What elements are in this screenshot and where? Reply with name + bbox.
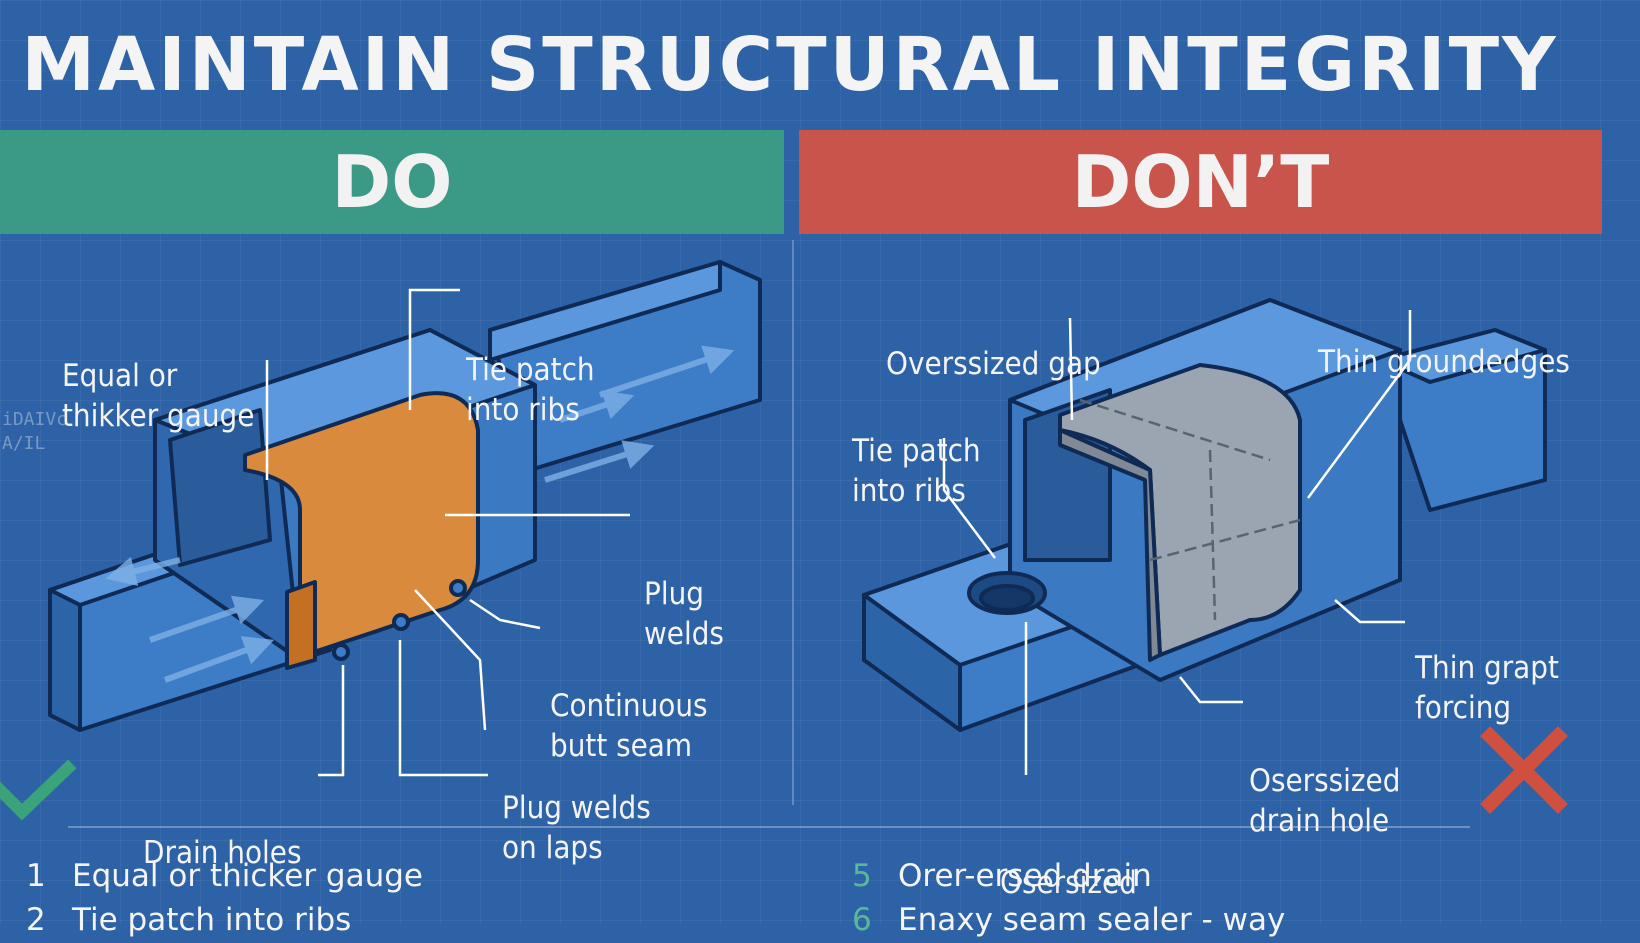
label-oversized-gap: Overssized gap [886,346,1101,382]
list-number: 2 [26,902,46,938]
page-title: MAINTAIN STRUCTURAL INTEGRITY [21,22,1559,108]
list-number: 1 [26,858,46,894]
dont-rail-illustration [862,298,1547,732]
list-item: 5 Orer-ersed drain [852,854,1152,898]
list-number: 5 [852,858,872,894]
cross-icon [1480,726,1568,814]
list-text: Equal or thicker gauge [72,858,423,894]
list-text: Tie patch into ribs [72,902,352,938]
do-flow-arrows [105,345,735,683]
do-leader-lines [265,288,630,777]
list-item: 6 Enaxy seam sealer - way [852,898,1285,942]
column-divider [792,240,794,805]
illustrations [0,260,1568,821]
faint-annotation: iDAIVc A/IL [2,409,68,454]
list-divider [68,826,1470,828]
list-item: 1 Equal or thicker gauge [26,854,423,898]
label-thin-edges: Thin groundedges [1318,344,1570,380]
dont-leader-lines [942,310,1412,775]
list-number: 6 [852,902,872,938]
list-text: Orer-ersed drain [898,858,1152,894]
dont-banner: DON’T [799,130,1602,234]
label-osersized: Osersized [1000,865,1137,901]
list-item: 2 Tie patch into ribs [26,898,351,942]
label-drain-holes: Drain holes [143,835,302,871]
list-text: Enaxy seam sealer - way [898,902,1286,938]
do-banner: DO [0,130,784,234]
dont-patch-lines [1079,398,1301,621]
check-icon [0,759,77,821]
